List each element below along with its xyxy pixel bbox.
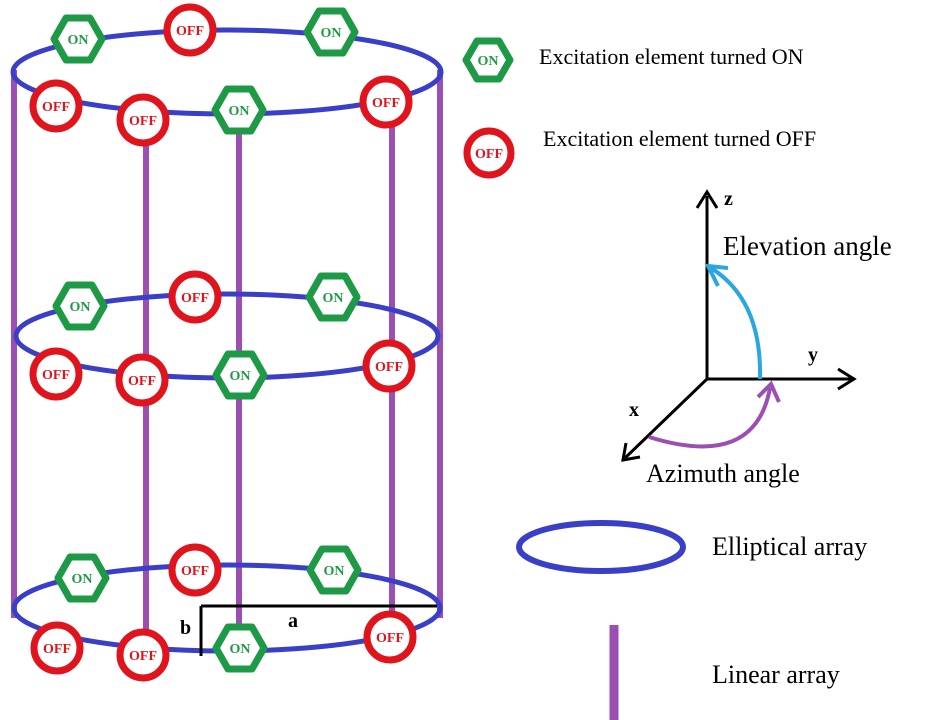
element-off: OFF	[363, 610, 417, 664]
coordinate-axes: z y x Elevation angle Azimuth angle	[621, 188, 892, 488]
element-off: OFF	[29, 79, 83, 133]
element-on: ON	[305, 272, 361, 322]
azimuth-angle-label: Azimuth angle	[646, 459, 800, 488]
element-off: OFF	[168, 543, 222, 597]
element-on: ON	[303, 7, 359, 57]
middle-ring-elements: ON OFF ON OFF OFF ON OFF	[29, 270, 416, 407]
svg-text:ON: ON	[323, 291, 344, 306]
elevation-angle-arrowhead	[704, 263, 729, 287]
svg-text:OFF: OFF	[181, 291, 209, 306]
svg-text:OFF: OFF	[42, 100, 70, 115]
x-axis-line	[623, 377, 709, 460]
svg-text:ON: ON	[229, 104, 250, 119]
element-on: ON	[306, 545, 362, 595]
element-off: OFF	[362, 339, 416, 393]
svg-text:OFF: OFF	[42, 368, 70, 383]
x-axis-label: x	[629, 399, 639, 421]
legend-elliptical-array: Elliptical array	[516, 520, 867, 574]
svg-text:OFF: OFF	[128, 374, 156, 389]
legend-off-icon: OFF	[463, 127, 515, 179]
element-off: OFF	[29, 347, 83, 401]
svg-text:OFF: OFF	[372, 96, 400, 111]
svg-text:OFF: OFF	[176, 24, 204, 39]
element-off: OFF	[116, 628, 170, 682]
y-axis-arrowhead	[837, 367, 857, 391]
legend-elliptical-text: Elliptical array	[712, 532, 867, 561]
bottom-ring-elements: ON OFF ON OFF OFF ON OFF	[30, 543, 417, 682]
x-axis-arrowhead	[621, 442, 641, 462]
svg-text:OFF: OFF	[376, 631, 404, 646]
svg-text:OFF: OFF	[129, 114, 157, 129]
element-off: OFF	[115, 353, 169, 407]
svg-text:ON: ON	[230, 369, 251, 384]
element-on: ON	[212, 350, 268, 400]
elevation-angle-label: Elevation angle	[723, 231, 892, 261]
element-off: OFF	[30, 621, 84, 675]
svg-text:ON: ON	[230, 642, 251, 657]
svg-text:ON: ON	[70, 300, 91, 315]
z-axis-arrowhead	[695, 189, 719, 209]
element-on: ON	[211, 85, 267, 135]
element-on: ON	[212, 623, 268, 673]
svg-text:ON: ON	[72, 572, 93, 587]
semi-minor-axis-label: b	[180, 617, 191, 639]
z-axis-label: z	[724, 188, 733, 210]
semi-major-axis-label: a	[288, 610, 298, 632]
top-ring-elements: ON OFF ON OFF OFF ON OFF	[29, 3, 413, 147]
element-off: OFF	[163, 3, 217, 57]
elliptical-array-legend-shape	[516, 520, 686, 574]
legend-linear-text: Linear array	[712, 660, 840, 689]
element-off: OFF	[168, 270, 222, 324]
legend-on-icon: ON	[462, 37, 514, 83]
svg-text:ON: ON	[321, 26, 342, 41]
svg-text:ON: ON	[478, 54, 499, 69]
azimuth-angle-arrowhead	[756, 380, 781, 403]
azimuth-angle-arc	[648, 387, 772, 449]
element-on: ON	[54, 553, 110, 603]
element-on: ON	[52, 281, 108, 331]
svg-text:OFF: OFF	[43, 642, 71, 657]
element-on: ON	[50, 14, 106, 64]
y-axis-label: y	[808, 344, 818, 366]
svg-text:OFF: OFF	[475, 147, 503, 162]
svg-text:ON: ON	[324, 564, 345, 579]
legend-linear-array: Linear array	[609, 625, 840, 720]
ellipse-dimensions: a b	[180, 604, 437, 656]
svg-text:OFF: OFF	[129, 649, 157, 664]
element-off: OFF	[116, 93, 170, 147]
element-off: OFF	[359, 75, 413, 129]
legend-off-text: Excitation element turned OFF	[543, 126, 816, 151]
elevation-angle-arc	[709, 266, 763, 380]
legend-on: ON Excitation element turned ON	[462, 37, 804, 83]
svg-text:OFF: OFF	[181, 564, 209, 579]
svg-text:OFF: OFF	[375, 360, 403, 375]
legend-off: OFF Excitation element turned OFF	[463, 126, 816, 179]
legend-on-text: Excitation element turned ON	[539, 44, 804, 69]
svg-text:ON: ON	[68, 33, 89, 48]
